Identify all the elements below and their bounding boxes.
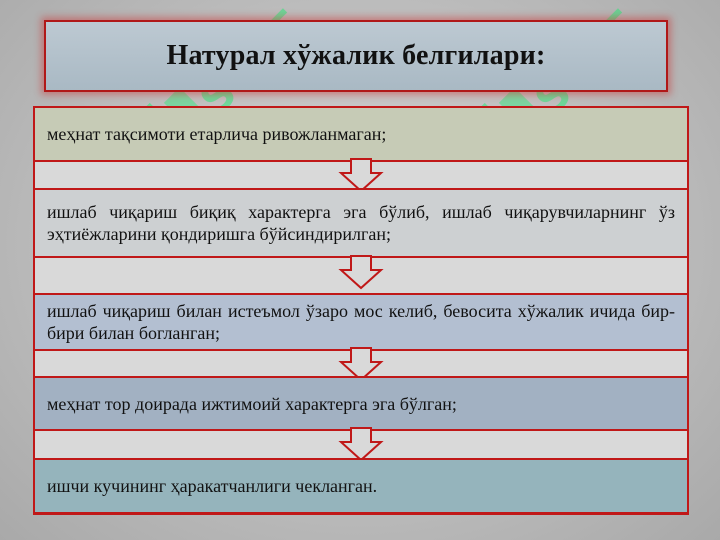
list-item-text: меҳнат тақсимоти етарлича ривожланмаган; bbox=[47, 124, 387, 144]
list-item-text: меҳнат тор доирада ижтимоий характерга э… bbox=[47, 393, 457, 414]
title-box: Натурал хўжалик белгилари: bbox=[44, 20, 668, 92]
list-item: ишлаб чиқариш билан истеъмол ўзаро мос к… bbox=[35, 293, 687, 351]
list-item: ишлаб чиқариш биқиқ характерга эга бўлиб… bbox=[35, 188, 687, 258]
list-item-text: ишлаб чиқариш билан истеъмол ўзаро мос к… bbox=[47, 301, 675, 343]
list-item: меҳнат тақсимоти етарлича ривожланмаган; bbox=[35, 106, 687, 162]
list-item: меҳнат тор доирада ижтимоий характерга э… bbox=[35, 376, 687, 431]
list-item-text: ишлаб чиқариш биқиқ характерга эга бўлиб… bbox=[47, 202, 675, 244]
down-arrow-icon bbox=[338, 427, 384, 462]
list-item: ишчи кучининг ҳаракатчанлиги чекланган. bbox=[35, 458, 687, 514]
down-arrow-icon bbox=[338, 255, 384, 290]
list-item-text: ишчи кучининг ҳаракатчанлиги чекланган. bbox=[47, 476, 378, 496]
down-arrow-icon bbox=[338, 158, 384, 193]
features-list: меҳнат тақсимоти етарлича ривожланмаган;… bbox=[33, 106, 689, 515]
page-title: Натурал хўжалик белгилари: bbox=[166, 40, 546, 71]
down-arrow-icon bbox=[338, 347, 384, 382]
